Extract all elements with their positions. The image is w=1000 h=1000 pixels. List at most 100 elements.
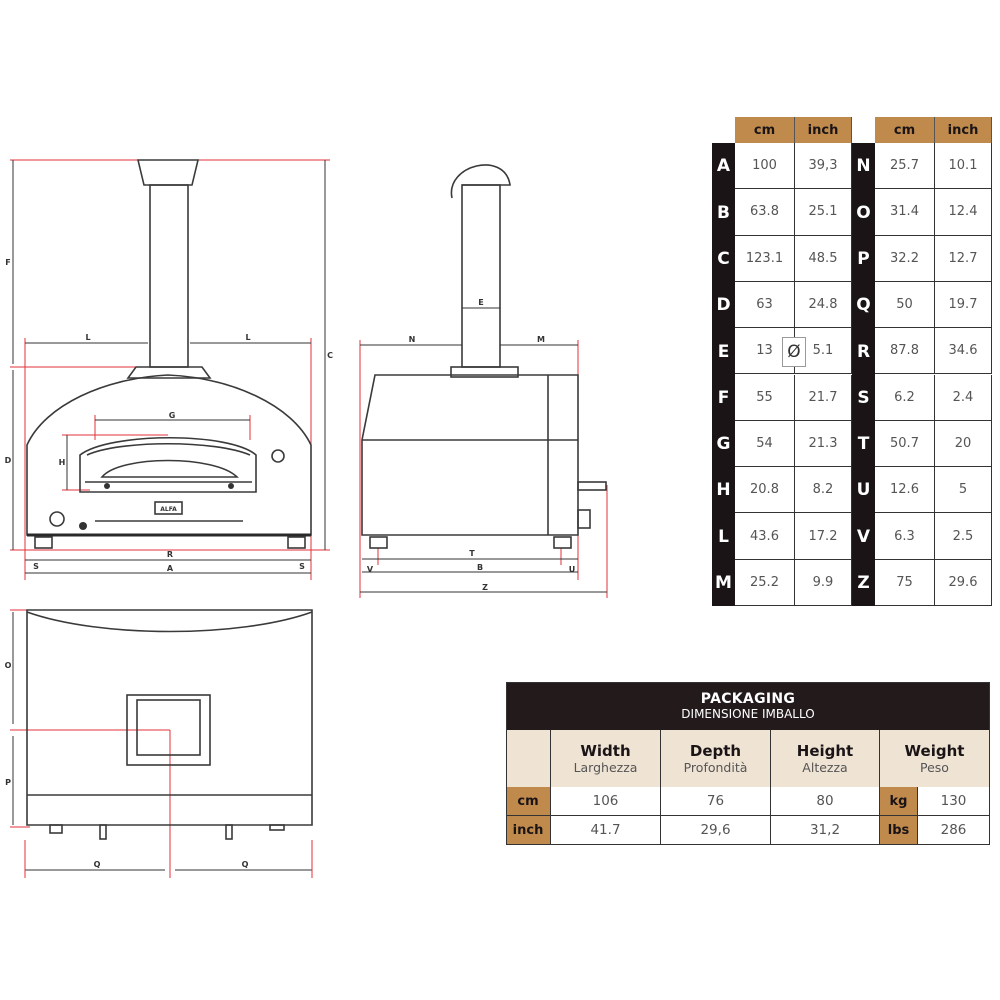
- packaging-value: 80: [771, 787, 880, 816]
- dimension-cm-value: 50.7: [875, 420, 935, 468]
- svg-text:R: R: [167, 550, 173, 559]
- dimension-inch-value: 2.4: [935, 374, 992, 421]
- svg-text:H: H: [59, 458, 66, 467]
- dimension-cm-value: 6.3: [875, 513, 935, 560]
- dimension-letter: S: [852, 374, 875, 422]
- dimension-inch-value: 20: [935, 420, 992, 468]
- dimension-inch-value: 2.5: [935, 513, 992, 560]
- dimension-letter: O: [852, 189, 875, 237]
- alfa-logo: [154, 501, 183, 515]
- svg-text:N: N: [409, 335, 416, 344]
- dimension-letter: Z: [852, 559, 875, 607]
- svg-text:ALFA: ALFA: [160, 506, 177, 513]
- column-label-en: Weight: [904, 742, 965, 760]
- dimension-cm-value: 55: [735, 374, 795, 421]
- dimension-cm-value: 32.2: [875, 235, 935, 282]
- column-header-inch: inch: [795, 117, 852, 143]
- svg-text:P: P: [5, 778, 11, 787]
- svg-text:O: O: [5, 661, 12, 670]
- gas-knob-icon: [49, 511, 65, 527]
- dimension-letter: L: [712, 513, 735, 561]
- dimension-inch-value: 9.9: [795, 559, 852, 606]
- dimension-cm-value: 87.8: [875, 328, 935, 375]
- svg-text:A: A: [167, 564, 174, 573]
- dimension-cm-value: 25.2: [735, 559, 795, 606]
- dimension-cm-value: 31.4: [875, 189, 935, 236]
- packaging-subtitle: DIMENSIONE IMBALLO: [681, 707, 815, 721]
- column-label-en: Width: [580, 742, 631, 760]
- dimension-cm-value: 63: [735, 281, 795, 329]
- packaging-header: PACKAGING DIMENSIONE IMBALLO: [506, 682, 990, 730]
- dimension-inch-value: 24.8: [795, 281, 852, 329]
- dimension-inch-value: 5: [935, 467, 992, 514]
- dimension-letter: R: [852, 328, 875, 375]
- packaging-value: 76: [661, 787, 771, 816]
- column-label-it: Peso: [920, 760, 949, 775]
- dimension-letter: G: [712, 420, 735, 468]
- svg-text:V: V: [367, 565, 374, 574]
- dimension-letter: U: [852, 467, 875, 514]
- packaging-value: 29,6: [661, 816, 771, 845]
- dimension-letter: A: [712, 143, 735, 190]
- dimension-cm-value: 12.6: [875, 467, 935, 514]
- packaging-value: 41.7: [551, 816, 661, 845]
- weight-unit-label: kg: [880, 787, 918, 816]
- column-label-it: Larghezza: [573, 760, 638, 775]
- dimension-letter: F: [712, 374, 735, 422]
- svg-text:Q: Q: [242, 860, 249, 869]
- dimension-letter: M: [712, 559, 735, 607]
- dimension-inch-value: 21.3: [795, 420, 852, 468]
- dimension-cm-value: 20.8: [735, 467, 795, 514]
- dimension-letter: P: [852, 235, 875, 283]
- svg-text:S: S: [33, 562, 39, 571]
- dimension-letter: Q: [852, 281, 875, 329]
- dimension-inch-value: 21.7: [795, 374, 852, 421]
- dimension-cm-value: 54: [735, 420, 795, 468]
- svg-text:Z: Z: [482, 583, 488, 592]
- diameter-symbol: Ø: [782, 337, 806, 367]
- front-view: ALFA F C D L L G H R S S A: [5, 159, 333, 580]
- svg-text:D: D: [5, 456, 12, 465]
- dimension-cm-value: 100: [735, 143, 795, 190]
- svg-text:U: U: [569, 565, 576, 574]
- column-label-it: Profondità: [683, 760, 748, 775]
- dimension-letter: D: [712, 281, 735, 329]
- column-label-it: Altezza: [802, 760, 848, 775]
- dimension-inch-value: 25.1: [795, 189, 852, 236]
- svg-text:T: T: [469, 549, 475, 558]
- packaging-value: 31,2: [771, 816, 880, 845]
- svg-text:S: S: [299, 562, 305, 571]
- svg-text:E: E: [478, 298, 483, 307]
- packaging-corner: [506, 730, 551, 787]
- packaging-title: PACKAGING: [700, 691, 796, 707]
- top-view: O P Q Q: [5, 609, 313, 878]
- svg-text:G: G: [169, 411, 176, 420]
- column-label-en: Height: [796, 742, 854, 760]
- dimension-cm-value: 75: [875, 559, 935, 606]
- svg-text:F: F: [5, 258, 10, 267]
- dimension-cm-value: 25.7: [875, 143, 935, 190]
- dimension-letter: N: [852, 143, 875, 190]
- technical-drawing: ALFA F C D L L G H R S S A: [5, 159, 608, 878]
- dimension-inch-value: 10.1: [935, 143, 992, 190]
- weight-value: 286: [918, 816, 990, 845]
- packaging-value: 106: [551, 787, 661, 816]
- dimension-inch-value: 12.4: [935, 189, 992, 236]
- dimension-inch-value: 17.2: [795, 513, 852, 560]
- unit-label: cm: [506, 787, 551, 816]
- dimension-letter: E: [712, 328, 735, 375]
- dimension-inch-value: 19.7: [935, 281, 992, 329]
- dimension-letter: T: [852, 420, 875, 468]
- column-header-cm: cm: [735, 117, 795, 143]
- dimension-letter: B: [712, 189, 735, 237]
- dimension-letter: H: [712, 467, 735, 514]
- svg-text:Q: Q: [94, 860, 101, 869]
- dimension-inch-value: 29.6: [935, 559, 992, 606]
- column-header-cm: cm: [875, 117, 935, 143]
- svg-text:M: M: [537, 335, 545, 344]
- svg-text:L: L: [245, 333, 250, 342]
- dimension-inch-value: 48.5: [795, 235, 852, 282]
